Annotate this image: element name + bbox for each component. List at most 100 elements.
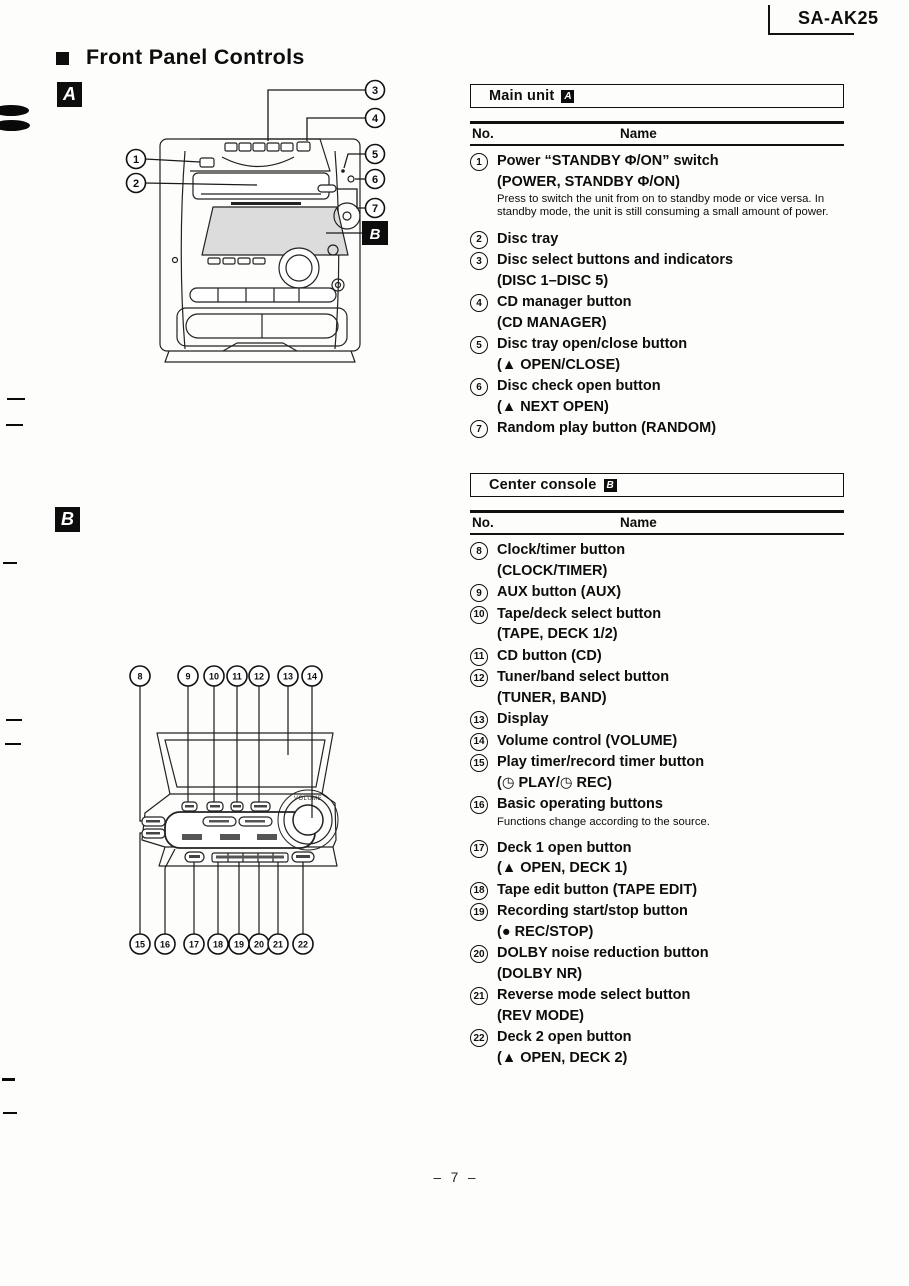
column-header-name: Name xyxy=(620,515,657,530)
callout-9: 9 xyxy=(185,672,190,682)
column-header-name: Name xyxy=(620,126,657,141)
callout-number: 14 xyxy=(470,732,488,751)
diagram-b-callouts xyxy=(129,665,323,955)
control-name: CD manager button xyxy=(497,294,632,311)
control-name: (▲ OPEN, DECK 2) xyxy=(497,1049,628,1066)
control-name: (TUNER, BAND) xyxy=(497,689,607,706)
control-name: Volume control (VOLUME) xyxy=(497,732,678,749)
binding-mark xyxy=(2,1078,15,1081)
callout-number: 10 xyxy=(470,605,488,624)
callout-number: 11 xyxy=(470,647,488,666)
binding-mark xyxy=(0,120,30,131)
control-name: Recording start/stop button xyxy=(497,903,688,920)
callout-number: 4 xyxy=(470,294,488,313)
binding-mark xyxy=(3,562,17,564)
callout-16: 16 xyxy=(160,940,170,950)
control-list-item: 7 Random play button (RANDOM) xyxy=(470,418,844,439)
callout-6: 6 xyxy=(372,174,378,186)
callout-19: 19 xyxy=(234,940,244,950)
control-list-item: 19 Recording start/stop button (● REC/STOP… xyxy=(470,901,844,942)
callout-1: 1 xyxy=(133,154,139,166)
callout-18: 18 xyxy=(213,940,223,950)
callout-number: 16 xyxy=(470,796,488,814)
callout-number: 22 xyxy=(470,1029,488,1048)
binding-mark xyxy=(6,719,22,721)
control-list-item: 11 CD button (CD) xyxy=(470,646,844,667)
callout-number: 6 xyxy=(470,378,488,397)
control-name: (▲ OPEN/CLOSE) xyxy=(497,356,621,373)
callout-number: 9 xyxy=(470,584,488,602)
control-name: Deck 1 open button xyxy=(497,839,632,856)
table-tag: B xyxy=(603,478,617,492)
callout-number: 19 xyxy=(470,903,488,922)
control-name: (DOLBY NR) xyxy=(497,965,583,982)
control-list-item: 18 Tape edit button (TAPE EDIT) xyxy=(470,880,844,901)
callout-12: 12 xyxy=(254,672,264,682)
control-name: (● REC/STOP) xyxy=(497,923,594,940)
column-header-no: No. xyxy=(472,126,494,141)
callout-11: 11 xyxy=(232,672,242,682)
control-name: AUX button (AUX) xyxy=(497,584,622,600)
callout-number: 2 xyxy=(470,230,488,249)
control-name: (POWER, STANDBY Φ/ON) xyxy=(497,173,680,190)
control-list-item: 14 Volume control (VOLUME) xyxy=(470,731,844,752)
callout-21: 21 xyxy=(273,940,283,950)
control-name: Display xyxy=(497,711,549,727)
binding-mark xyxy=(6,424,23,426)
page-title: Front Panel Controls xyxy=(56,45,305,70)
control-name: CD button (CD) xyxy=(497,647,602,664)
section-bullet-icon xyxy=(56,52,69,65)
control-name: Clock/timer button xyxy=(497,542,626,558)
diagram-a-callouts xyxy=(125,79,386,219)
volume-knob-label: VOLUME xyxy=(294,796,322,802)
callout-number: 12 xyxy=(470,669,488,687)
diagram-b-tag: B xyxy=(55,507,80,532)
control-name: Disc tray open/close button xyxy=(497,336,688,353)
callout-3: 3 xyxy=(372,85,378,97)
control-name: Random play button (RANDOM) xyxy=(497,420,717,437)
control-name: Tape edit button (TAPE EDIT) xyxy=(497,881,698,898)
page-number: – 7 – xyxy=(433,1170,476,1185)
control-name: Disc check open button xyxy=(497,378,661,395)
binding-mark xyxy=(0,105,29,116)
callout-4: 4 xyxy=(372,113,379,125)
callout-number: 5 xyxy=(470,336,488,355)
control-name: Power “STANDBY Φ/ON” switch xyxy=(497,153,719,169)
callout-2: 2 xyxy=(133,178,139,190)
column-header-no: No. xyxy=(472,515,494,530)
center-console-diagram: VOLUME 8 9 10 11 12 13 14 15 16 17 xyxy=(129,665,339,955)
model-plate: SA-AK25 xyxy=(768,5,878,35)
callout-7: 7 xyxy=(372,203,378,215)
control-name: Reverse mode select button xyxy=(497,987,691,1004)
binding-mark xyxy=(3,1112,17,1114)
control-name: Disc select buttons and indicators xyxy=(497,252,734,269)
callout-number: 17 xyxy=(470,839,488,858)
control-name: (CD MANAGER) xyxy=(497,314,607,331)
callout-number: 7 xyxy=(470,420,488,439)
callout-15: 15 xyxy=(135,940,145,950)
callout-number: 18 xyxy=(470,881,488,900)
binding-mark xyxy=(7,398,25,400)
control-list-item: 5 Disc tray open/close button (▲ OPEN/CLOS… xyxy=(470,334,844,375)
binding-mark xyxy=(5,743,21,745)
callout-14: 14 xyxy=(307,672,317,682)
control-description: Press to switch the unit from on to stan… xyxy=(497,193,829,219)
control-name: (DISC 1–DISC 5) xyxy=(497,272,609,289)
diagram-a-tag: A xyxy=(57,82,82,107)
callout-number: 13 xyxy=(470,711,488,729)
